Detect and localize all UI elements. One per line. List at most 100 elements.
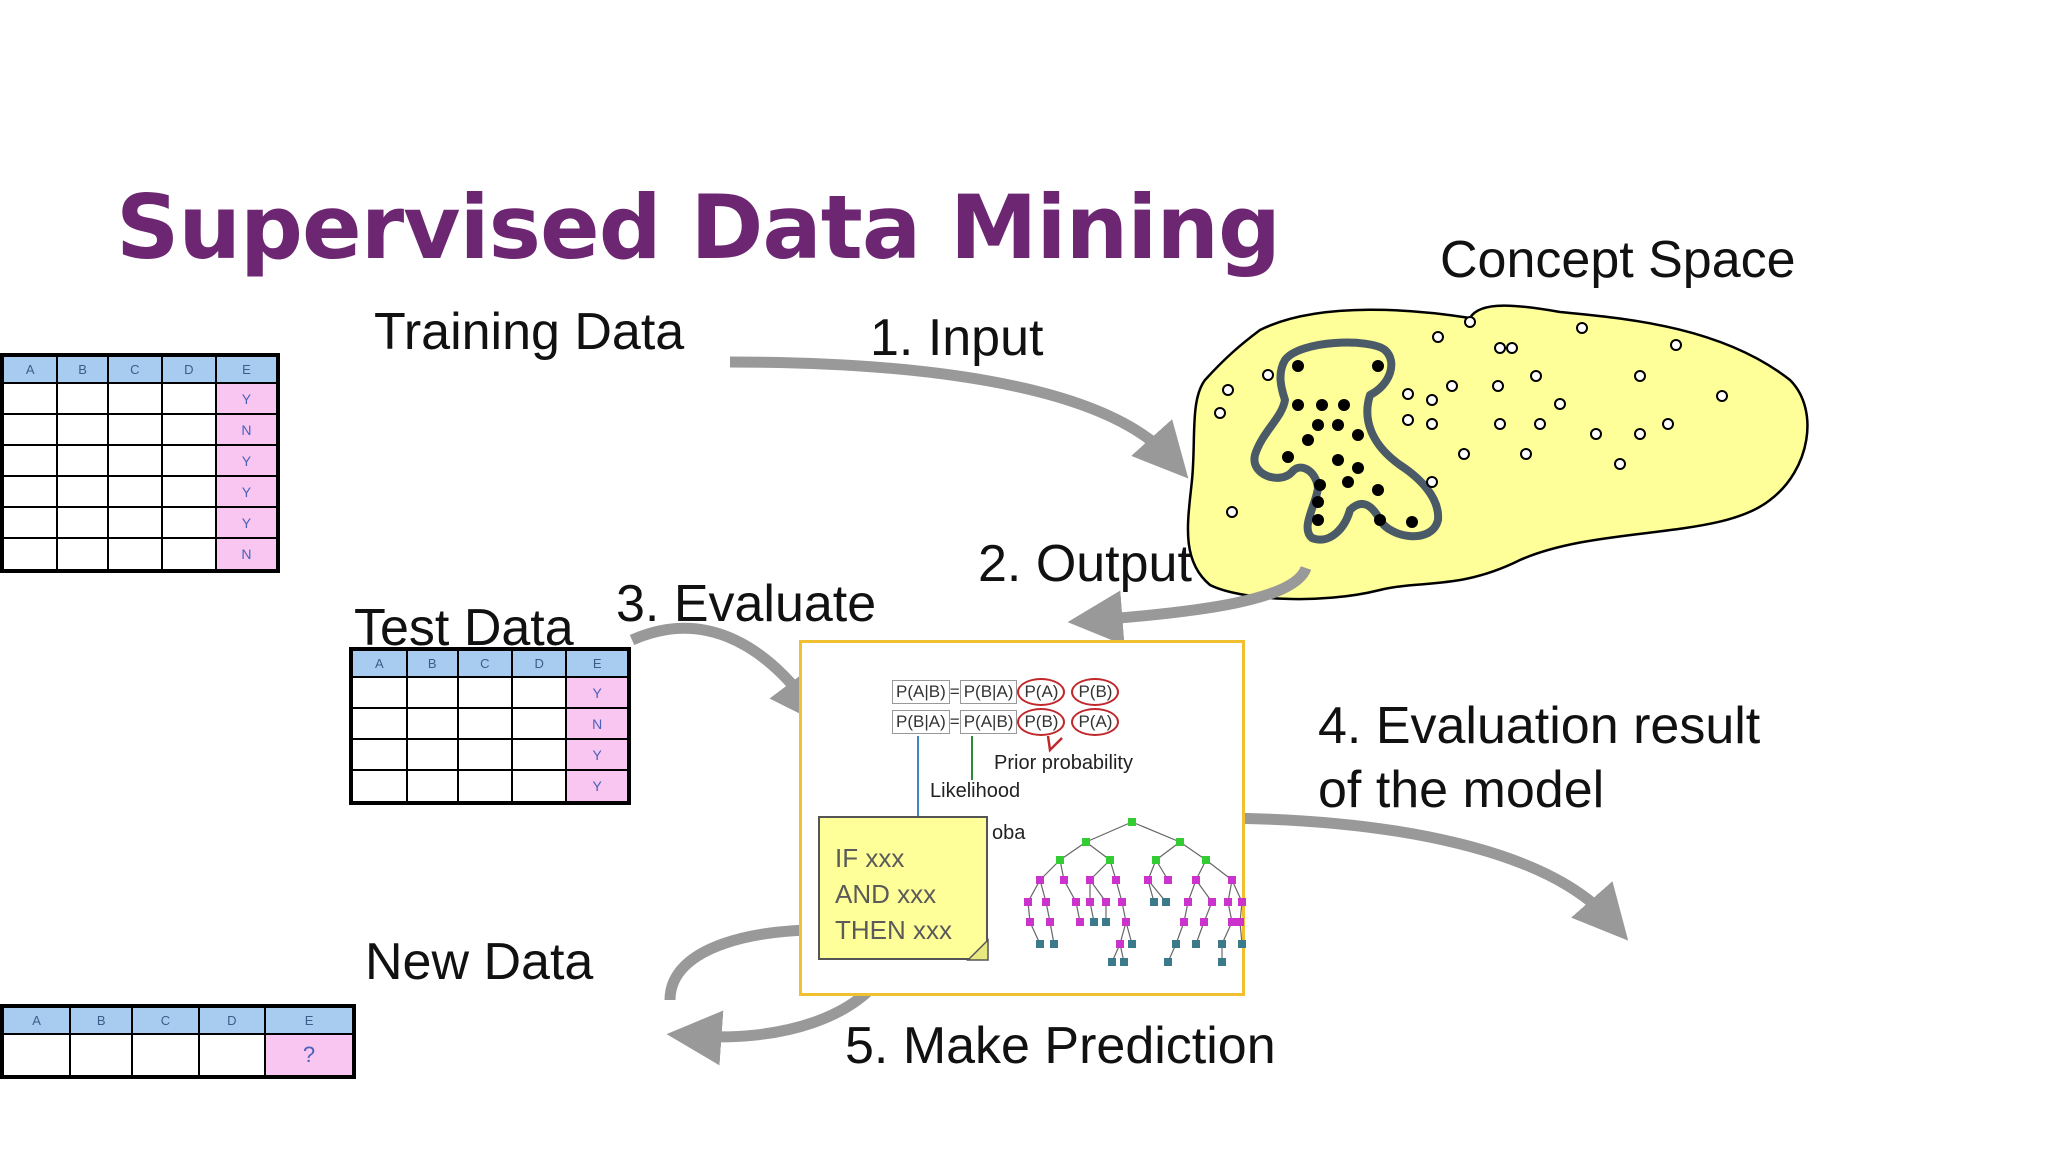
label-cell: Y <box>565 738 630 772</box>
table-cell <box>405 675 459 710</box>
tree-node <box>1218 958 1226 966</box>
output-step-label: 2. Output <box>978 535 1192 593</box>
table-cell <box>510 675 568 710</box>
formula-term-circled: P(A) <box>1071 708 1120 736</box>
tree-node <box>1128 940 1136 948</box>
table-cell <box>56 381 109 416</box>
tree-node <box>1036 940 1044 948</box>
table-row: Y <box>0 381 280 416</box>
positive-example-dot <box>1292 360 1304 372</box>
negative-example-dot <box>1426 418 1438 430</box>
column-header: B <box>405 648 459 678</box>
tree-node <box>1072 898 1080 906</box>
table-cell <box>0 444 59 478</box>
positive-example-dot <box>1352 429 1364 441</box>
column-header: E <box>264 1005 355 1035</box>
tree-edge <box>1059 841 1087 861</box>
tree-node <box>1090 918 1098 926</box>
tree-node <box>1150 898 1158 906</box>
concept-space-label: Concept Space <box>1440 231 1796 289</box>
formula-equals: = <box>949 682 960 701</box>
table-cell <box>0 475 59 509</box>
negative-example-dot <box>1670 339 1682 351</box>
column-header: A <box>350 648 408 678</box>
tree-node <box>1046 918 1054 926</box>
tree-node <box>1164 958 1172 966</box>
table-row: Y <box>350 769 630 804</box>
formula-term-circled: P(B) <box>1071 678 1120 706</box>
tree-node <box>1172 940 1180 948</box>
table-cell <box>131 1033 200 1078</box>
table-row: N <box>0 537 280 572</box>
negative-example-dot <box>1222 384 1234 396</box>
table-cell <box>56 413 109 447</box>
tree-node <box>1102 898 1110 906</box>
evaluation-result-label-line1: 4. Evaluation result <box>1318 697 1761 755</box>
table-row: Y <box>0 444 280 478</box>
negative-example-dot <box>1634 370 1646 382</box>
table-cell <box>405 738 459 772</box>
tree-node <box>1106 856 1114 864</box>
column-header: A <box>0 1005 72 1035</box>
table-row: ? <box>0 1033 355 1078</box>
bayes-formula-2: P(B|A)=P(A|B)P(B)P(A) <box>892 708 1120 736</box>
tree-node <box>1060 876 1068 884</box>
negative-example-dot <box>1426 476 1438 488</box>
negative-example-dot <box>1458 448 1470 460</box>
negative-example-dot <box>1506 342 1518 354</box>
new-data-label: New Data <box>365 933 594 991</box>
negative-example-dot <box>1402 414 1414 426</box>
table-cell <box>0 506 59 540</box>
column-header: B <box>56 354 109 384</box>
evaluation-result-label-line2: of the model <box>1318 761 1605 819</box>
input-step-label: 1. Input <box>870 309 1044 367</box>
column-header: B <box>69 1005 134 1035</box>
tree-node <box>1238 898 1246 906</box>
input-arrow <box>729 356 1189 479</box>
table-cell <box>510 707 568 741</box>
evaluate-step-label: 3. Evaluate <box>616 575 877 633</box>
tree-node <box>1192 940 1200 948</box>
tree-edge <box>1179 841 1207 861</box>
tree-node <box>1238 940 1246 948</box>
column-header: D <box>160 354 217 384</box>
tree-node <box>1108 958 1116 966</box>
label-cell: Y <box>214 381 280 416</box>
label-cell: Y <box>565 675 630 710</box>
tree-node <box>1176 838 1184 846</box>
table-cell <box>56 537 109 572</box>
table-cell <box>350 769 408 804</box>
label-cell: N <box>565 707 630 741</box>
column-header: C <box>131 1005 200 1035</box>
tree-node <box>1050 940 1058 948</box>
table-cell <box>160 506 217 540</box>
tree-node <box>1144 876 1152 884</box>
table-row: N <box>350 707 630 741</box>
evaluation-result-arrow <box>1207 812 1629 941</box>
table-cell <box>160 381 217 416</box>
tree-node <box>1152 856 1160 864</box>
tree-node <box>1076 918 1084 926</box>
label-cell: N <box>214 413 280 447</box>
tree-node <box>1112 876 1120 884</box>
table-cell <box>106 444 163 478</box>
tree-node <box>1036 876 1044 884</box>
negative-example-dot <box>1226 506 1238 518</box>
positive-example-dot <box>1312 514 1324 526</box>
table-cell <box>350 738 408 772</box>
positive-example-dot <box>1406 516 1418 528</box>
likelihood-label: Likelihood <box>930 780 1021 802</box>
tree-node <box>1128 818 1136 826</box>
column-header: E <box>565 648 630 678</box>
negative-example-dot <box>1464 316 1476 328</box>
table-cell <box>405 769 459 804</box>
positive-example-dot <box>1282 451 1294 463</box>
positive-example-dot <box>1316 399 1328 411</box>
tree-node <box>1116 940 1124 948</box>
positive-example-dot <box>1374 514 1386 526</box>
negative-example-dot <box>1534 418 1546 430</box>
tree-edge <box>1205 859 1233 881</box>
table-cell <box>69 1033 134 1078</box>
